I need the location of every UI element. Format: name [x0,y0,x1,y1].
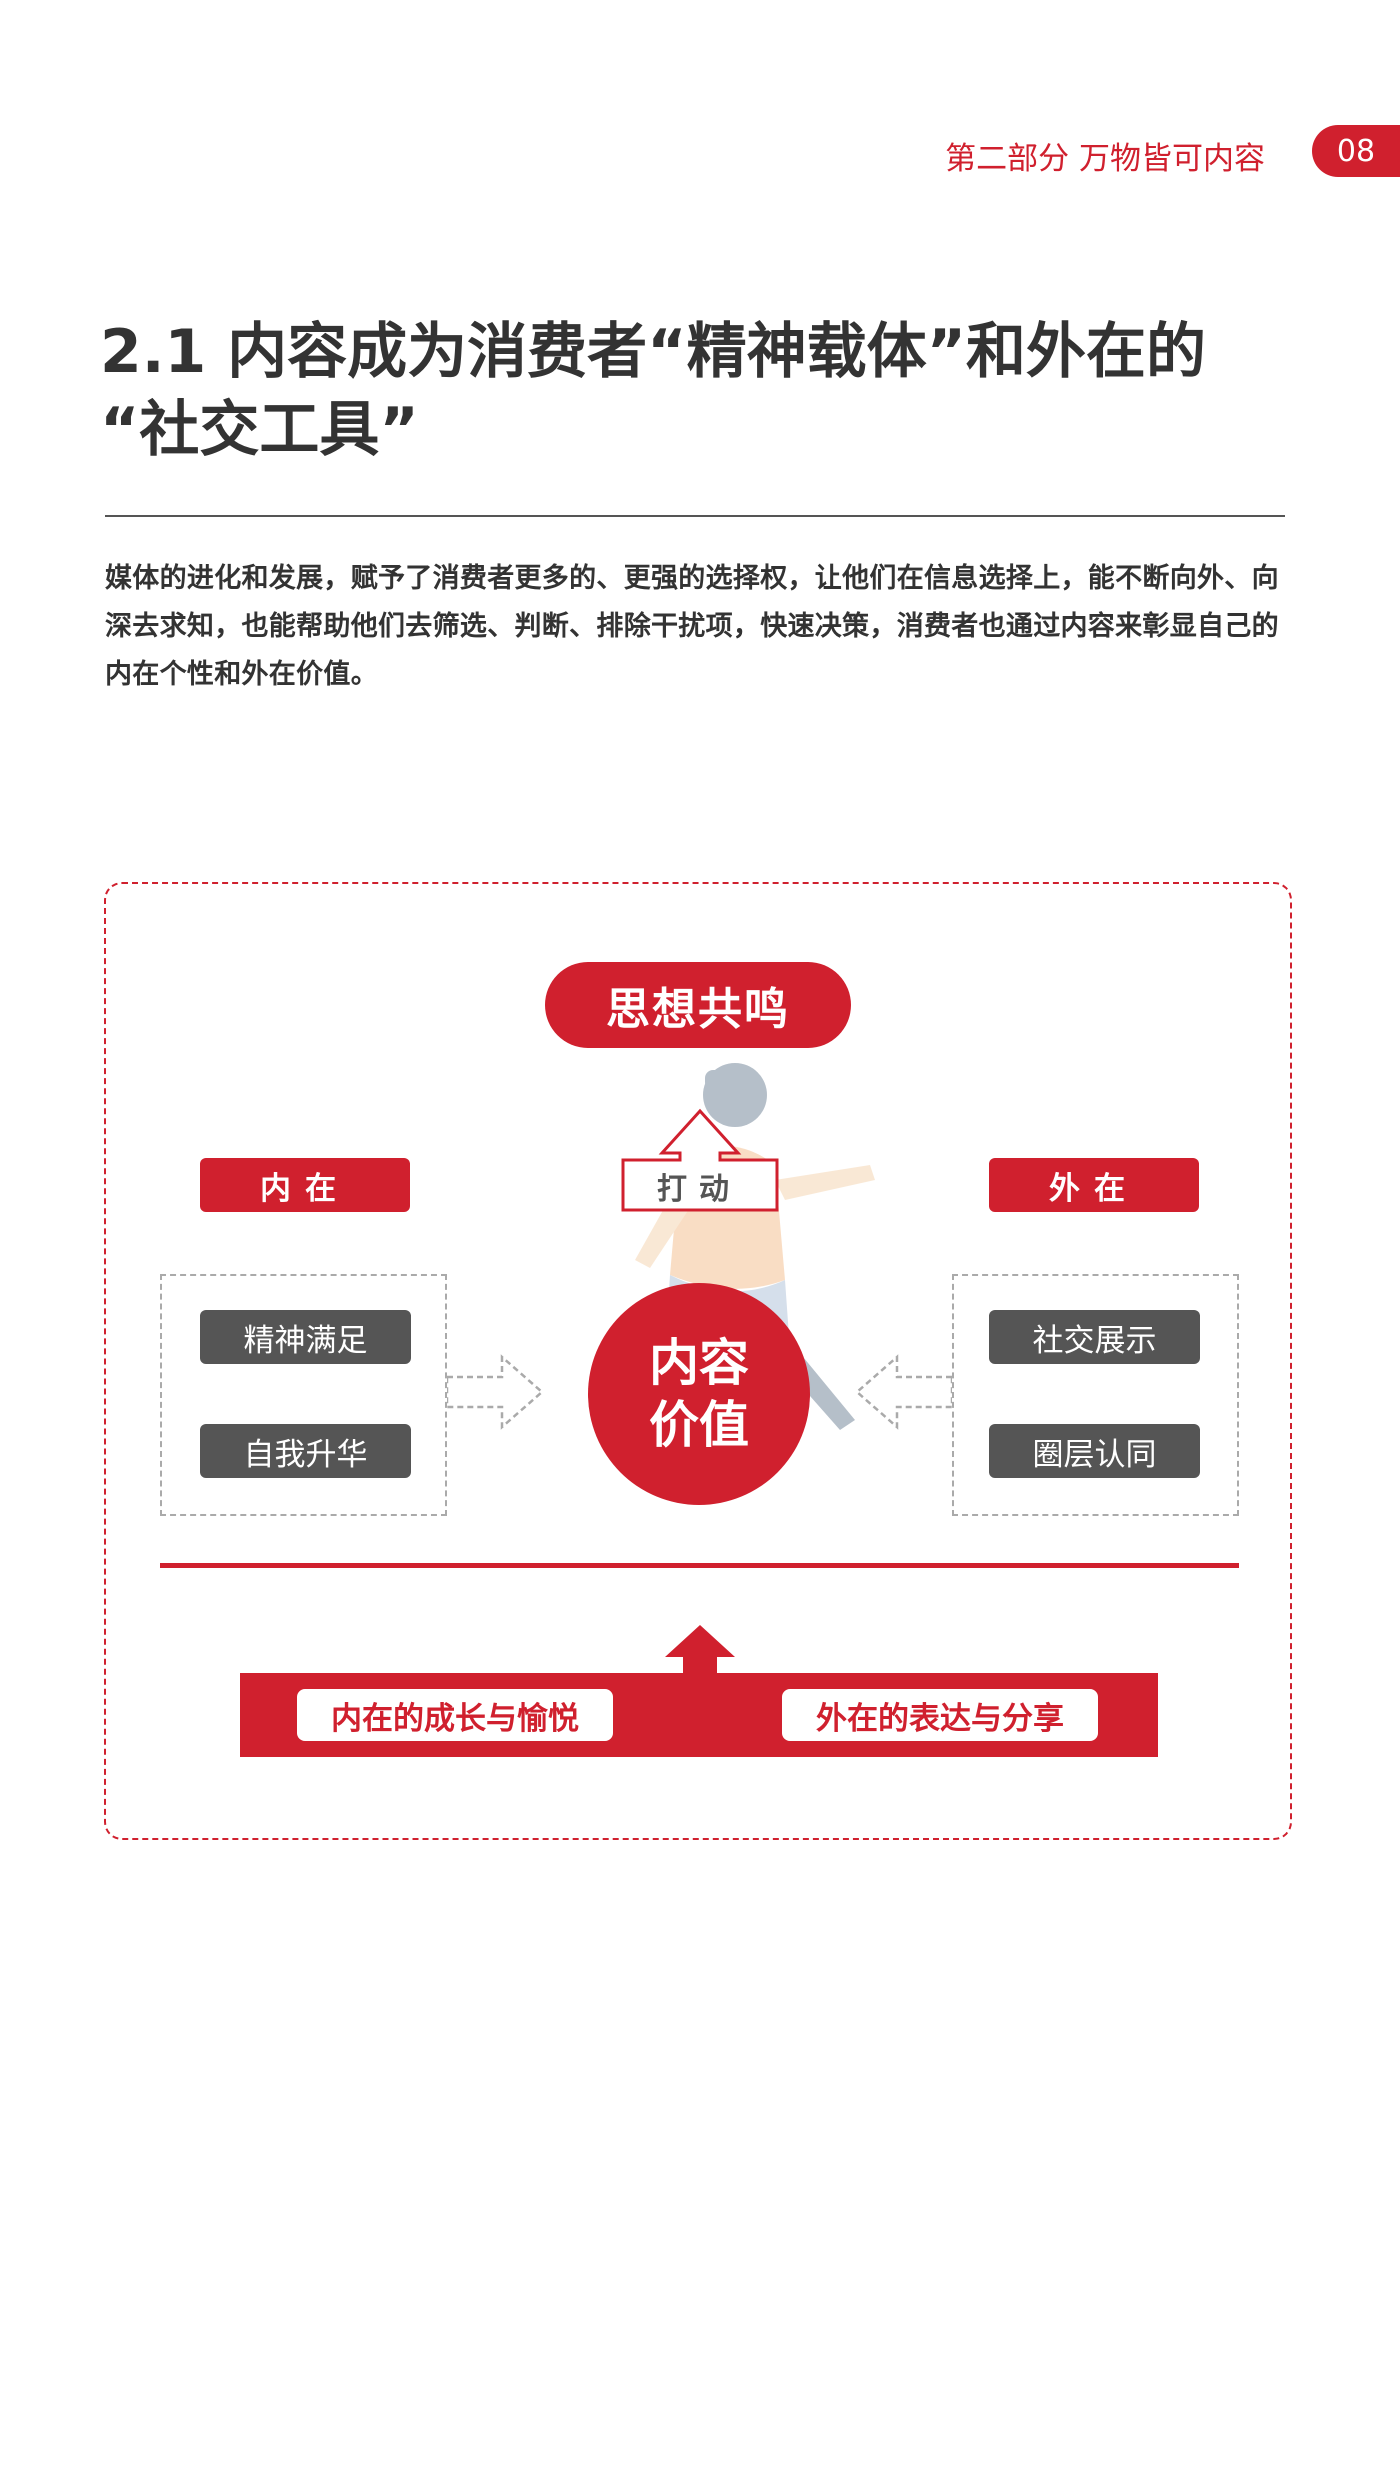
circle-line-1: 内容 [649,1334,749,1392]
left-arrow-icon [855,1354,952,1430]
inner-tag: 内在 [200,1158,410,1212]
inner-item: 自我升华 [200,1424,411,1478]
outer-item: 圈层认同 [989,1424,1200,1478]
up-arrow-base-icon [665,1625,735,1675]
page-number: 08 [1312,125,1400,177]
inner-items-box [160,1274,447,1516]
right-arrow-icon [447,1354,544,1430]
outer-items-box [952,1274,1239,1516]
page-title: 2.1 内容成为消费者“精神载体”和外在的 “社交工具” [100,313,1206,469]
inner-item: 精神满足 [200,1310,411,1364]
content-value-circle: 内容 价值 [588,1283,810,1505]
resonance-pill: 思想共鸣 [545,962,851,1048]
page-title-line-1: 2.1 内容成为消费者“精神载体”和外在的 [100,317,1207,387]
up-arrow-icon [621,1108,779,1212]
outer-expression-pill: 外在的表达与分享 [782,1689,1098,1741]
title-divider [105,515,1285,517]
circle-line-2: 价值 [649,1396,749,1454]
outer-tag: 外在 [989,1158,1199,1212]
intro-paragraph: 媒体的进化和发展，赋予了消费者更多的、更强的选择权，让他们在信息选择上，能不断向… [105,563,1279,690]
diagram-frame [104,882,1292,1840]
touch-label: 打动 [657,1172,741,1207]
inner-growth-pill: 内在的成长与愉悦 [297,1689,613,1741]
red-divider [160,1563,1239,1568]
section-title: 第二部分 万物皆可内容 [945,141,1265,177]
page-title-line-2: “社交工具” [100,395,419,465]
outer-item: 社交展示 [989,1310,1200,1364]
